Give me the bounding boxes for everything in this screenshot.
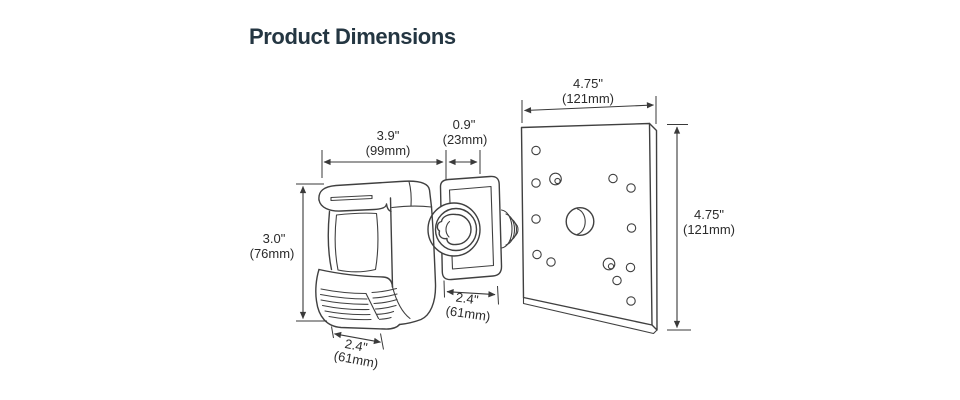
dim-sensor-depth-inch: 2.4" — [344, 336, 370, 355]
bracket-drawing — [427, 175, 519, 281]
dimension-bracket-depth: 0.9" (23mm) — [443, 117, 488, 174]
dimension-sensor-width: 3.9" (99mm) — [321, 128, 447, 180]
dim-bracket-depth-inch: 0.9" — [453, 117, 476, 132]
ball-joint — [427, 202, 481, 257]
dim-sensor-height-mm: (76mm) — [250, 246, 295, 261]
dim-plate-width-mm: (121mm) — [562, 91, 614, 106]
dimension-bracket-width: 2.4" (61mm) — [443, 280, 499, 324]
mounting-plate-drawing — [520, 122, 658, 335]
dim-bracket-width-mm: (61mm) — [445, 303, 491, 324]
page-title: Product Dimensions — [249, 24, 456, 49]
dimension-plate-width: 4.75" (121mm) — [521, 76, 657, 124]
grille-slats — [319, 287, 398, 321]
dim-plate-height-inch: 4.75" — [694, 207, 724, 222]
sensor-drawing — [315, 180, 437, 330]
dim-plate-height-mm: (121mm) — [683, 222, 735, 237]
dim-sensor-height-inch: 3.0" — [263, 231, 286, 246]
dim-plate-width-inch: 4.75" — [573, 76, 603, 91]
dim-bracket-width-inch: 2.4" — [455, 289, 480, 307]
dimension-plate-height: 4.75" (121mm) — [667, 124, 735, 331]
dimension-sensor-depth: 2.4" (61mm) — [331, 326, 384, 371]
dim-bracket-depth-mm: (23mm) — [443, 132, 488, 147]
dim-sensor-depth-mm: (61mm) — [333, 348, 380, 371]
dimension-sensor-height: 3.0" (76mm) — [250, 183, 327, 322]
dim-sensor-width-mm: (99mm) — [366, 143, 411, 158]
dim-sensor-width-inch: 3.9" — [377, 128, 400, 143]
